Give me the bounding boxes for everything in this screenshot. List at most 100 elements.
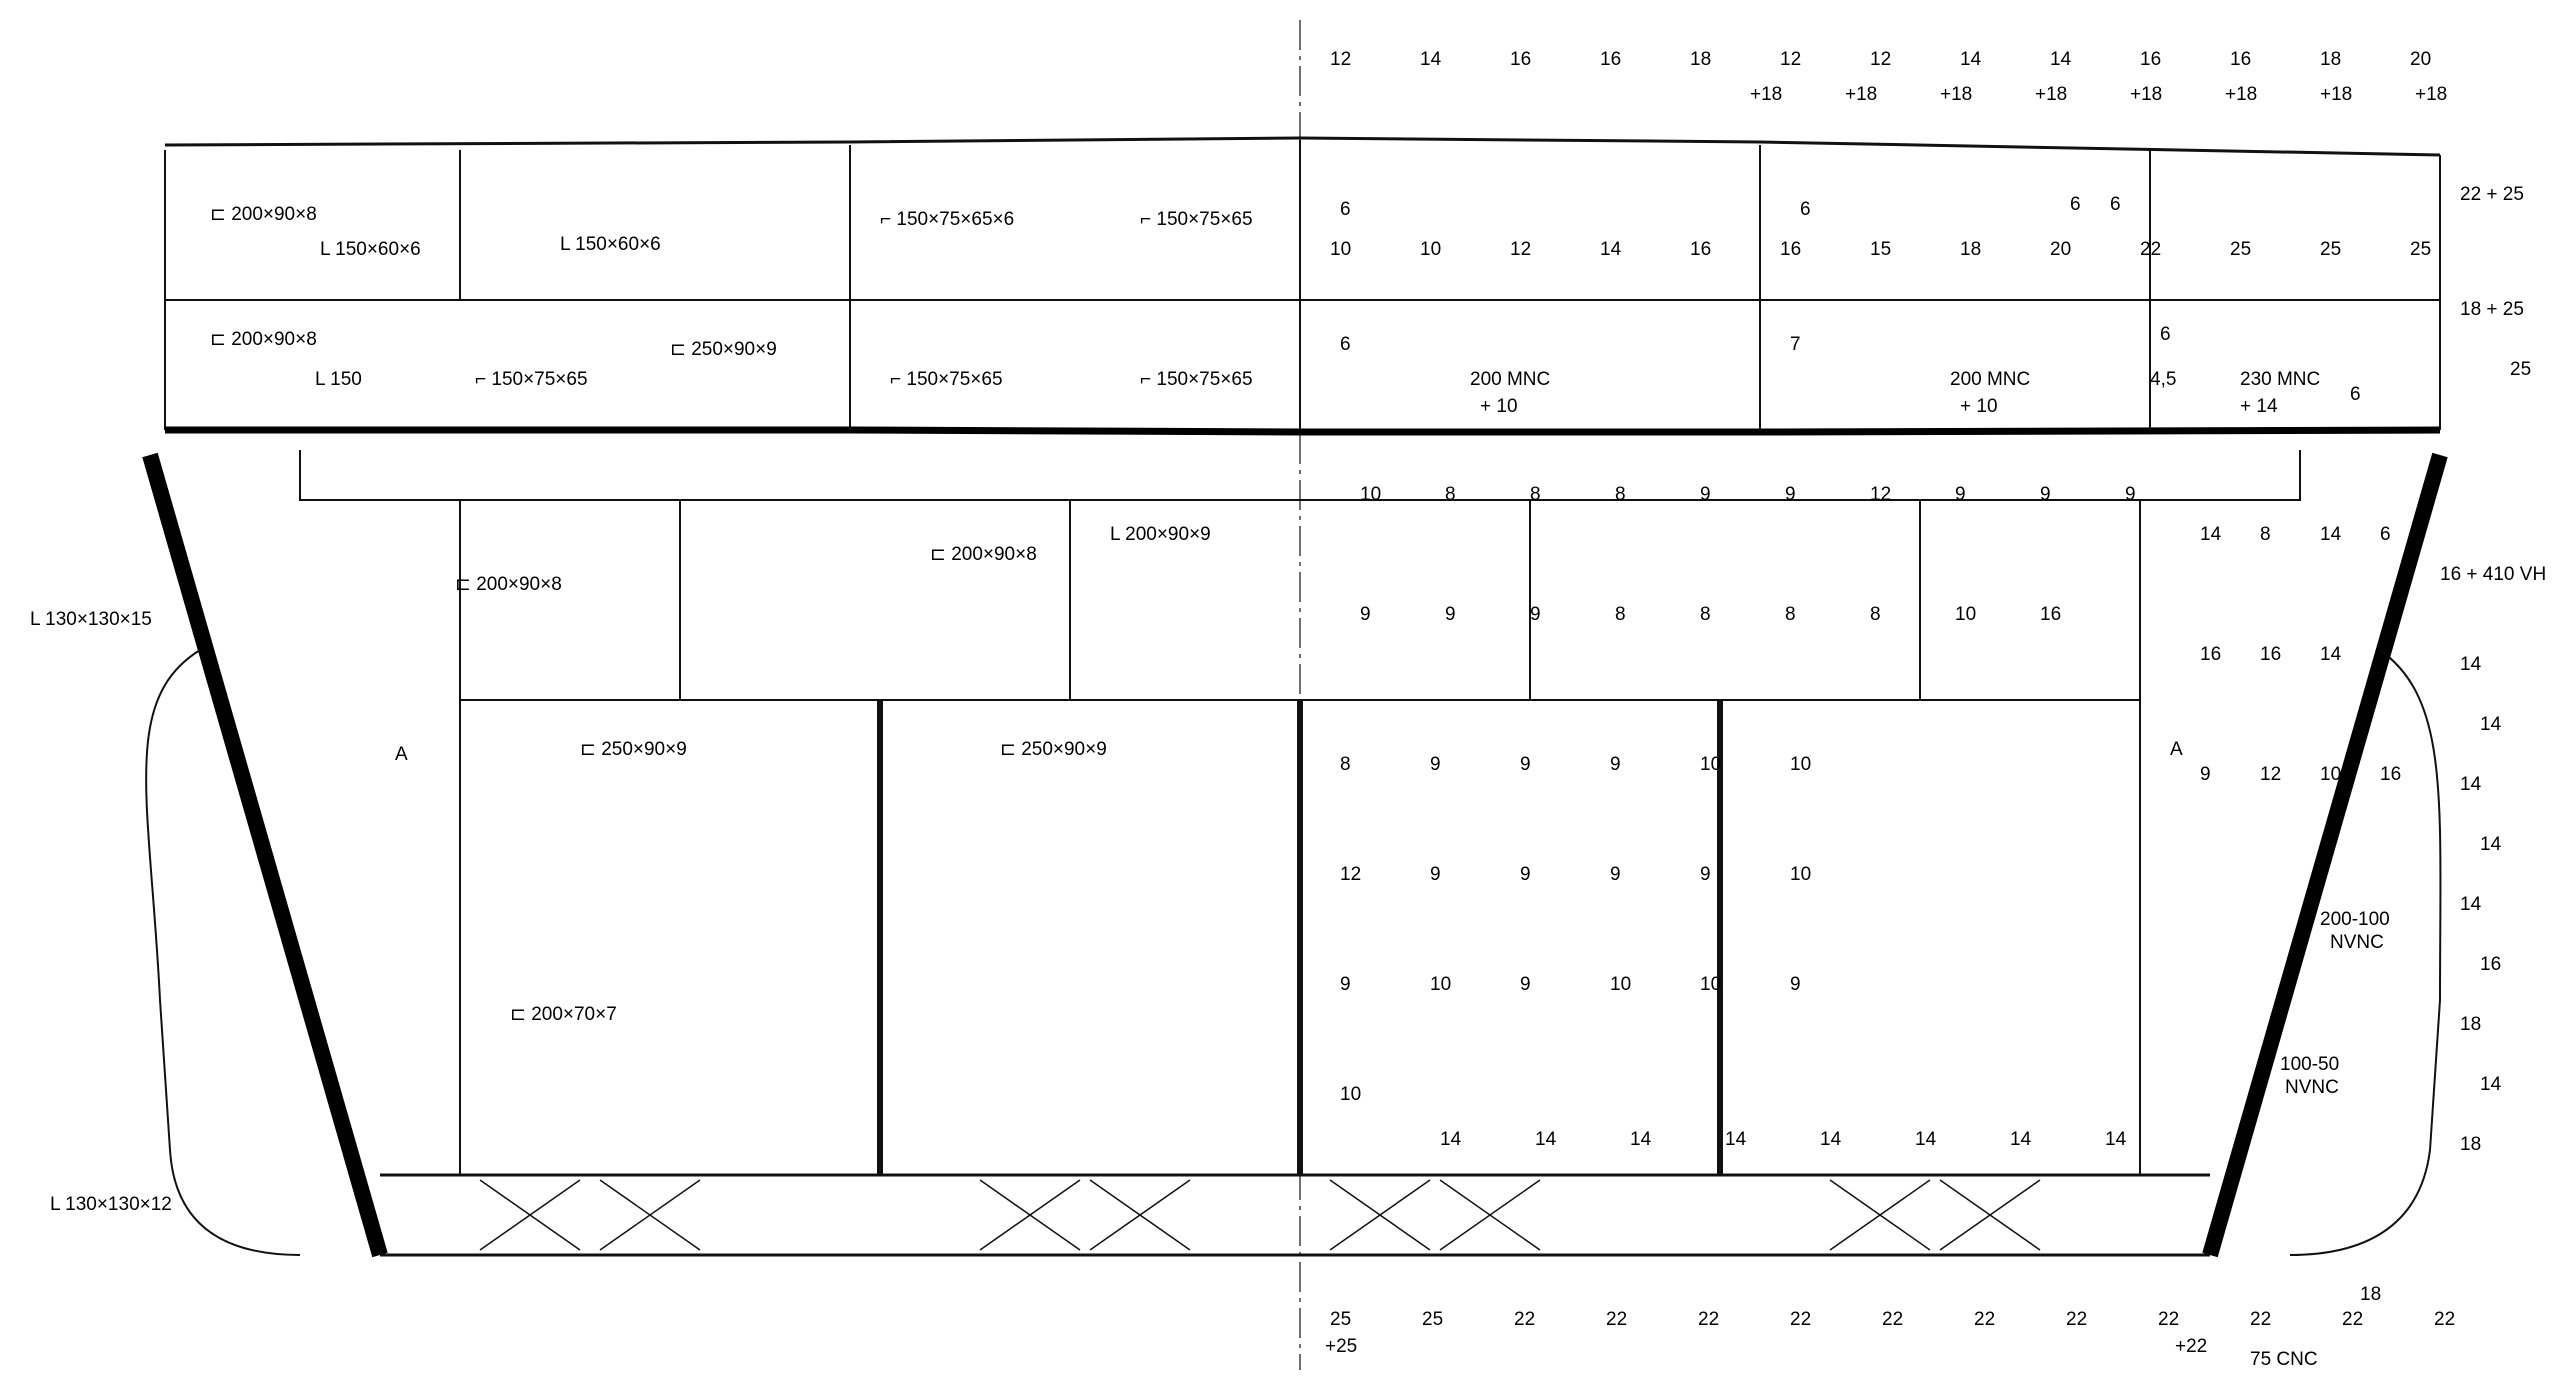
tween-web-label: 10 (1955, 604, 1976, 625)
centre-web-label: 10 (1610, 974, 1631, 995)
frame-label: ⌐ 150×75×65×6 (880, 209, 1014, 230)
upper-deck-plus-label: +18 (1845, 84, 1877, 105)
upper-deck-plate-label: 14 (1960, 49, 1982, 70)
double-bottom-label: 14 (2105, 1129, 2127, 1150)
double-bottom (380, 1173, 2210, 1257)
left-outer-hull (145, 649, 301, 1256)
upper-deck-plus-label: +18 (1750, 84, 1782, 105)
inner-label: 16 (2200, 644, 2221, 665)
web-label: 6 (1340, 334, 1351, 355)
tween-web-label: 10 (1360, 484, 1381, 505)
centre-web-label: 10 (1700, 974, 1721, 995)
upper-deck-plus-label: +18 (2035, 84, 2067, 105)
dimension-labels: 12 14 16 16 18 12 12 14 14 16 16 18 20 +18 +18 +18 +18 +1… (30, 49, 2546, 1370)
inner-label: 9 (2380, 644, 2391, 665)
inner-label: 6 (2380, 524, 2391, 545)
tween-web-label: 12 (1870, 484, 1891, 505)
frame-label: ⊏ 200×70×7 (510, 1004, 617, 1025)
centre-web-label: 9 (1340, 974, 1351, 995)
mnc-label: 230 MNC (2240, 369, 2320, 390)
double-bottom-label: 14 (1630, 1129, 1652, 1150)
right-side-shell-heavy (2202, 452, 2448, 1258)
upper-deck-plus-label: +18 (2130, 84, 2162, 105)
hull-plate-label: 14 (2480, 834, 2502, 855)
tween-web-label: 9 (1955, 484, 1966, 505)
centre-web-label: 9 (1430, 754, 1441, 775)
tween-web-label: 8 (1615, 604, 1626, 625)
upper-deck-plus-label: +18 (2225, 84, 2257, 105)
centre-web-label: 9 (1790, 974, 1801, 995)
tween-web-label: 9 (1530, 604, 1541, 625)
upper-deck-plate-label: 16 (1510, 49, 1531, 70)
double-bottom-label: 14 (1725, 1129, 1747, 1150)
upper-deck-plate-label: 14 (1420, 49, 1442, 70)
right-outer-hull (2289, 649, 2442, 1256)
upper-deck-plate-label: 18 (2320, 49, 2341, 70)
tween-webs (679, 500, 1921, 700)
centre-web-label: 10 (1430, 974, 1451, 995)
frame-label: ⊏ 200×90×8 (455, 574, 562, 595)
bottom-plate-label: 22 (2342, 1309, 2363, 1330)
bottom-plate-label: 22 (1790, 1309, 1811, 1330)
frame-label: L 150 (315, 369, 362, 390)
bottom-plate-label: 22 (2158, 1309, 2179, 1330)
upper-deck-plate-label: 12 (1780, 49, 1801, 70)
tween-web-label: 8 (1615, 484, 1626, 505)
centre-web-label: 10 (1790, 864, 1811, 885)
bottom-plus-label: +22 (2175, 1336, 2207, 1357)
edge-label: 25 (2510, 359, 2531, 380)
tween-web-label: 9 (1445, 604, 1456, 625)
tween-web-label: 9 (2040, 484, 2051, 505)
frame-label: ⊏ 250×90×9 (1000, 739, 1107, 760)
upper-deck-plate-label: 12 (1870, 49, 1891, 70)
frame-label: ⌐ 150×75×65 (1140, 209, 1253, 230)
centre-web-label: 9 (1700, 864, 1711, 885)
web-label: 6 (2110, 194, 2121, 215)
centre-web-label: 9 (1610, 754, 1621, 775)
section-mark: A (395, 744, 408, 765)
edge-label: 18 + 25 (2460, 299, 2524, 320)
deck2-plate-label: 14 (1600, 239, 1622, 260)
nvnc-label: 200-100 (2320, 909, 2390, 930)
hull-plate-label: 14 (2460, 774, 2482, 795)
deck2-plate-label: 18 (1960, 239, 1981, 260)
hull-plate-label: 16 (2480, 954, 2501, 975)
inner-label: 14 (2320, 644, 2342, 665)
frame-label: ⊏ 200×90×8 (210, 329, 317, 350)
frame-label: ⊏ 250×90×9 (670, 339, 777, 360)
hull-plate-label: 18 (2460, 1014, 2481, 1035)
frame-label: L 150×60×6 (320, 239, 421, 260)
web-label: 4,5 (2150, 369, 2176, 390)
bottom-plate-label: 22 (1882, 1309, 1903, 1330)
pillars (877, 700, 1723, 1175)
upper-deck-plus-label: +18 (2415, 84, 2447, 105)
deck2-plate-label: 20 (2050, 239, 2071, 260)
deck2-plate-label: 25 (2230, 239, 2251, 260)
bottom-plus-label: +25 (1325, 1336, 1357, 1357)
deck2-plate-label: 25 (2410, 239, 2431, 260)
left-side-shell-heavy (142, 452, 388, 1258)
deck2-plate-label: 10 (1330, 239, 1351, 260)
side-label: 16 + 410 VH (2440, 564, 2546, 585)
web-label: 6 (2070, 194, 2081, 215)
web-label: 6 (1340, 199, 1351, 220)
upper-deck-plate-label: 16 (1600, 49, 1621, 70)
mnc-label: + 10 (1480, 396, 1518, 417)
centre-web-label: 10 (1700, 754, 1721, 775)
tween-web-label: 9 (1360, 604, 1371, 625)
nvnc-label: NVNC (2330, 932, 2384, 953)
upper-deck-plate-label: 20 (2410, 49, 2431, 70)
bottom-plate-label: 22 (1698, 1309, 1719, 1330)
tween-web-label: 16 (2040, 604, 2061, 625)
centre-web-label: 9 (1430, 864, 1441, 885)
tween-web-label: 8 (1445, 484, 1456, 505)
deck2-plate-label: 22 (2140, 239, 2161, 260)
inner-label: 14 (2320, 524, 2342, 545)
nvnc-label: 100-50 (2280, 1054, 2339, 1075)
bottom-plate-label: 22 (1514, 1309, 1535, 1330)
centre-web-label: 9 (1520, 754, 1531, 775)
frame-label: ⌐ 150×75×65 (475, 369, 588, 390)
inner-label: 16 (2380, 764, 2401, 785)
frame-label: ⊏ 200×90×8 (930, 544, 1037, 565)
